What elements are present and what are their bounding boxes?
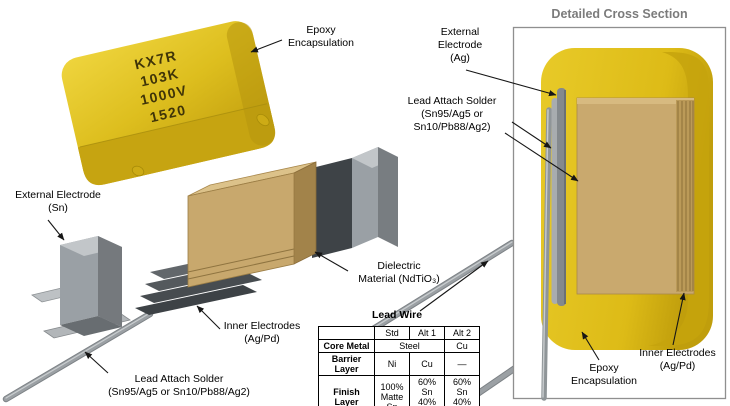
row-label-core-metal: Core Metal <box>318 339 375 353</box>
table-cell: Ni <box>374 352 410 376</box>
arrow-lead-attach-right-2 <box>504 132 579 182</box>
right-external-electrode <box>312 147 398 258</box>
table-cell: Cu <box>444 339 480 353</box>
dielectric-block <box>187 161 317 288</box>
table-header-alt1: Alt 1 <box>409 326 445 340</box>
lead-wires <box>2 239 547 403</box>
table-row-core-metal: Core Metal Steel Cu <box>318 339 480 353</box>
label-external-electrode-ag: External Electrode (Ag) <box>437 26 483 65</box>
arrow-dielectric <box>314 251 349 272</box>
row-label-barrier-layer: Barrier Layer <box>318 352 375 376</box>
label-epoxy-encapsulation-right: Epoxy Encapsulation <box>571 362 637 388</box>
arrow-lead-wire <box>419 260 489 312</box>
lead-wire-table-title: Lead Wire <box>371 309 423 321</box>
callout-arrows <box>47 39 686 374</box>
arrow-external-electrode-ag <box>465 69 557 97</box>
arrow-epoxy-left <box>250 39 283 53</box>
table-cell: 60% Sn 40% Pb <box>444 375 480 406</box>
xs-lead-attach-solder <box>551 98 559 304</box>
label-external-electrode-sn: External Electrode (Sn) <box>15 189 101 215</box>
cross-section-title: Detailed Cross Section <box>551 7 688 21</box>
xs-lead-wire <box>541 107 552 401</box>
xs-external-electrode <box>557 88 566 306</box>
epoxy-chip <box>61 21 276 185</box>
table-corner-cell <box>318 326 375 340</box>
table-cell: 100% Matte Sn <box>374 375 410 406</box>
table-header-alt2: Alt 2 <box>444 326 480 340</box>
chip-lead-stub <box>256 113 270 127</box>
label-dielectric-material: Dielectric Material (NdTiO₃) <box>358 260 440 286</box>
row-label-finish-layer: Finish Layer <box>318 375 375 406</box>
table-cell: — <box>444 352 480 376</box>
arrow-inner-electrodes-right <box>672 292 686 346</box>
arrow-epoxy-right <box>581 331 600 361</box>
table-cell: 60% Sn 40% Pb <box>409 375 445 406</box>
label-inner-electrodes-left: Inner Electrodes (Ag/Pd) <box>223 320 301 346</box>
arrow-lead-attach-right-1 <box>511 121 552 149</box>
table-row-finish-layer: Finish Layer 100% Matte Sn 60% Sn 40% Pb… <box>318 375 480 406</box>
label-inner-electrodes-right: Inner Electrodes (Ag/Pd) <box>639 347 716 373</box>
arrow-lead-attach-left <box>84 351 109 374</box>
lead-wire-table: Std Alt 1 Alt 2 Core Metal Steel Cu Barr… <box>318 326 480 406</box>
table-header-row: Std Alt 1 Alt 2 <box>318 326 480 340</box>
cross-section-panel <box>512 26 727 401</box>
arrow-external-electrode-sn <box>47 219 65 241</box>
table-cell: Cu <box>409 352 445 376</box>
arrow-inner-electrodes-left <box>196 305 221 330</box>
table-row-barrier-layer: Barrier Layer Ni Cu — <box>318 352 480 376</box>
label-lead-attach-solder-right: Lead Attach Solder (Sn95/Ag5 or Sn10/Pb8… <box>407 95 497 134</box>
table-cell: Steel <box>374 339 445 353</box>
left-external-electrode <box>60 236 122 336</box>
label-lead-attach-solder-left: Lead Attach Solder (Sn95/Ag5 or Sn10/Pb8… <box>108 373 250 399</box>
xs-dielectric-stack <box>576 97 695 295</box>
table-header-std: Std <box>374 326 410 340</box>
label-epoxy-encapsulation: Epoxy Encapsulation <box>288 24 354 50</box>
chip-lead-stub <box>131 165 145 177</box>
